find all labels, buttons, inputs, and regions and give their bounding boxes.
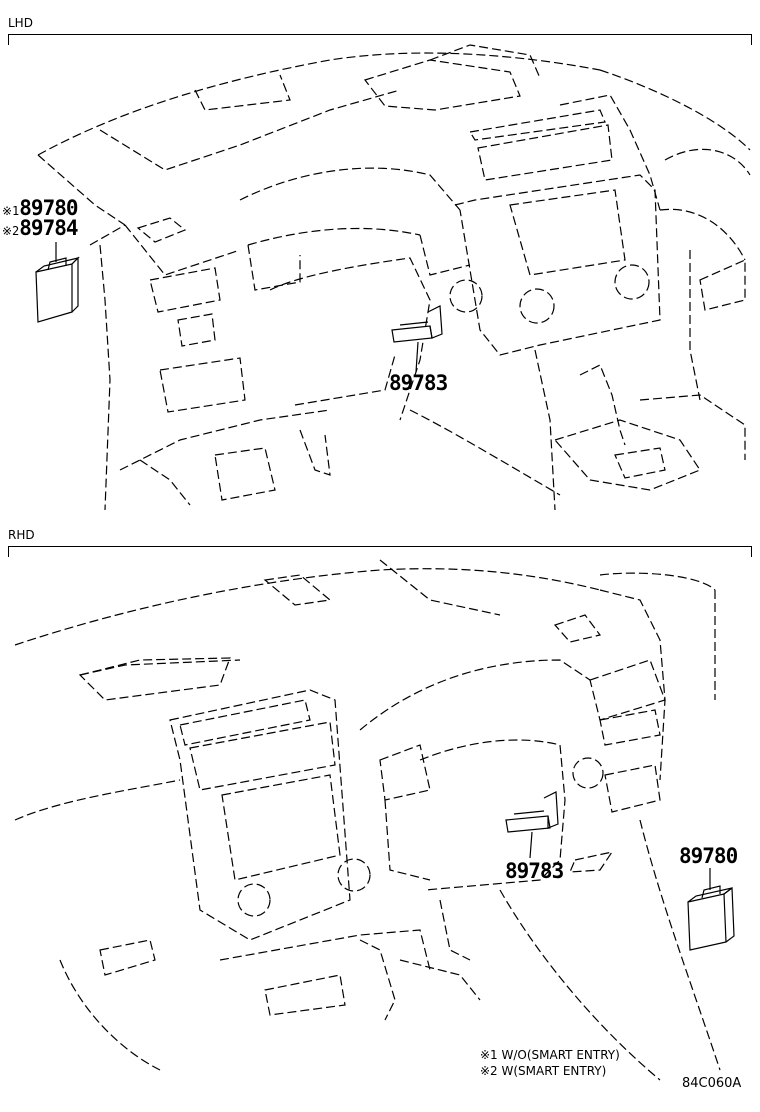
rhd-section-label: RHD xyxy=(8,528,35,542)
part-number: 89783 xyxy=(505,859,564,883)
rhd-dashboard-art xyxy=(14,559,735,1081)
note-mark-1: ※1 xyxy=(2,204,20,218)
part-callout-89780-lhd: ※189780 xyxy=(2,196,79,222)
lhd-section-bracket xyxy=(8,34,752,45)
part-callout-89783-rhd: 89783 xyxy=(505,859,564,883)
legend-item-1: ※1 W/O(SMART ENTRY) xyxy=(480,1048,620,1062)
part-number: 89783 xyxy=(389,371,448,395)
part-number: 89780 xyxy=(19,196,78,220)
part-callout-89784-lhd: ※289784 xyxy=(2,216,79,242)
rhd-section-bracket xyxy=(8,546,752,557)
part-number: 89780 xyxy=(679,844,738,868)
part-number: 89784 xyxy=(19,216,78,240)
legend: ※1 W/O(SMART ENTRY) ※2 W(SMART ENTRY) xyxy=(480,1047,620,1079)
figure-code: 84C060A xyxy=(682,1076,742,1091)
legend-item-2: ※2 W(SMART ENTRY) xyxy=(480,1064,607,1078)
note-mark-2: ※2 xyxy=(2,224,20,238)
part-callout-89783-lhd: 89783 xyxy=(389,371,448,395)
lhd-section-label: LHD xyxy=(8,16,33,30)
part-callout-89780-rhd: 89780 xyxy=(679,844,738,868)
lhd-dashboard-art xyxy=(35,44,751,511)
